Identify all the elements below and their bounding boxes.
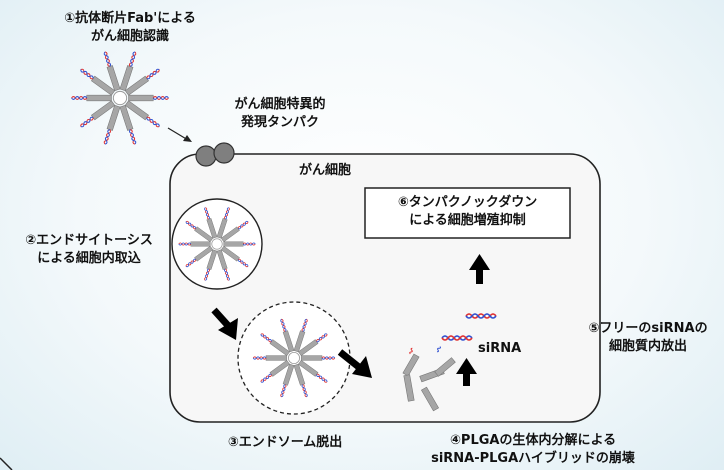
- label-step2: ②エンドサイトーシス による細胞内取込: [25, 233, 153, 266]
- micelle-outside: [72, 51, 169, 145]
- label-step5: ⑤フリーのsiRNAの 細胞質内放出: [588, 321, 708, 354]
- label-step6: ⑥タンパクノックダウン による細胞増殖抑制: [397, 195, 538, 228]
- label-step4: ④PLGAの生体内分解による siRNA-PLGAハイブリッドの崩壊: [431, 433, 635, 466]
- label-protein: がん細胞特異的 発現タンパク: [234, 97, 326, 130]
- label-step3: ③エンドソーム脱出: [227, 435, 343, 450]
- arrow-right: [337, 349, 363, 371]
- arrow-up-lower: [456, 358, 477, 386]
- receptor-right: [213, 142, 235, 164]
- knockdown-box: [364, 187, 571, 239]
- sirna-upper: [465, 313, 497, 319]
- broken-fragments: [402, 346, 456, 412]
- receptor-left: [195, 145, 217, 167]
- label-step1: ①抗体断片Fab'による がん細胞認識: [64, 11, 196, 44]
- approach-arrow: [167, 127, 189, 141]
- corner-arc: [0, 457, 13, 470]
- arrow-up-upper: [469, 254, 490, 284]
- sirna-lower: [441, 335, 473, 341]
- label-cell: がん細胞: [298, 163, 351, 178]
- label-sirna: siRNA: [478, 341, 522, 356]
